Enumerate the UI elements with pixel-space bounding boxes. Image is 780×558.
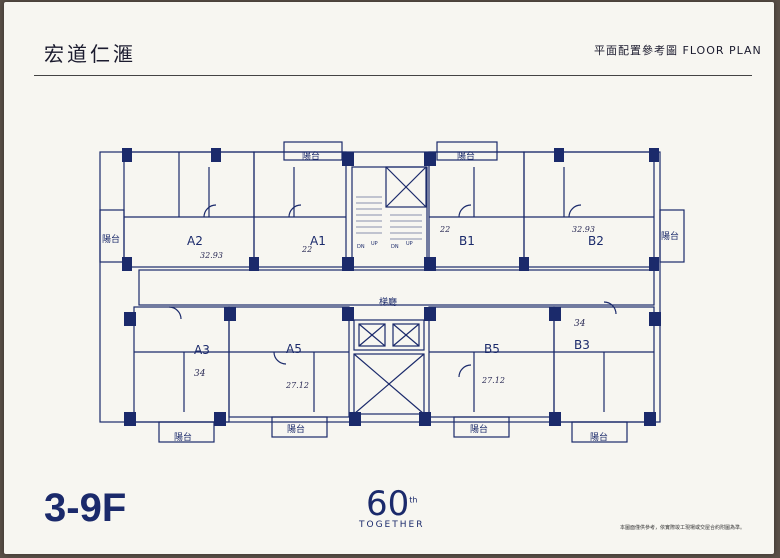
project-title: 宏道仁滙 (44, 42, 136, 66)
lobby-shaft (353, 353, 425, 415)
unit-label-b2: B2 (588, 234, 604, 248)
unit-label-b3: B3 (574, 338, 590, 352)
balcony-label-7: 陽台 (470, 423, 488, 435)
handwritten-a3: 34 (194, 369, 206, 379)
unit-label-a5: A5 (286, 342, 302, 356)
stair-up-label-2: UP (406, 241, 413, 247)
handwritten-b3: 34 (574, 319, 586, 329)
unit-label-a3: A3 (194, 343, 210, 357)
unit-b2-outline (523, 151, 655, 268)
balcony-label-6: 陽台 (287, 423, 305, 435)
unit-label-a2: A2 (187, 234, 203, 248)
core-stairs (351, 166, 428, 268)
balcony-label-8: 陽台 (590, 431, 608, 443)
handwritten-a2: 32.93 (200, 251, 223, 260)
anniversary-logo-text: TOGETHER (359, 520, 425, 530)
corridor (138, 269, 655, 306)
unit-label-b1: B1 (459, 234, 475, 248)
unit-a3-outline (133, 306, 230, 423)
plan-subtitle: 平面配置參考圖 FLOOR PLAN (594, 44, 762, 57)
balcony-label-3: 陽台 (102, 233, 120, 245)
handwritten-b2: 32.93 (572, 225, 595, 234)
disclaimer-note: 本圖面僅供參考，依實際竣工現場或交屋合約附圖為準。 (620, 525, 746, 531)
unit-a2-outline (123, 151, 255, 268)
balcony-top-left (283, 141, 343, 161)
anniversary-logo-number: 60th (366, 484, 418, 524)
balcony-label-5: 陽台 (174, 431, 192, 443)
balcony-bottom-mid-left (271, 416, 328, 438)
balcony-bottom-left (158, 421, 215, 443)
unit-b5-outline (428, 306, 555, 418)
unit-a1-outline (253, 151, 347, 268)
floor-plan-drawing: A2 A1 B1 B2 A3 A5 B5 B3 陽台 陽台 陽台 陽台 陽台 陽… (99, 141, 685, 443)
floor-range-label: 3-9F (44, 486, 127, 530)
balcony-left (99, 209, 125, 263)
balcony-label-1: 陽台 (302, 150, 320, 162)
handwritten-a5: 27.12 (285, 381, 309, 390)
stair-hall-label: 梯廳 (379, 296, 397, 308)
stair-dn-label-1: DN (357, 244, 365, 250)
balcony-bottom-mid-right (453, 416, 510, 438)
building-outline (99, 151, 661, 423)
unit-label-b5: B5 (484, 342, 500, 356)
unit-label-a1: A1 (310, 234, 326, 248)
stair-dn-label-2: DN (391, 244, 399, 250)
handwritten-a1: 22 (301, 245, 312, 254)
unit-a5-outline (228, 306, 350, 418)
floor-plan-sheet: 宏道仁滙 平面配置參考圖 FLOOR PLAN (4, 2, 774, 554)
balcony-label-4: 陽台 (661, 230, 679, 242)
header-divider (34, 75, 752, 76)
stair-up-label-1: UP (371, 241, 378, 247)
balcony-bottom-right (571, 421, 628, 443)
unit-b1-outline (428, 151, 525, 268)
elevator-block (353, 319, 425, 351)
handwritten-b1: 22 (439, 225, 450, 234)
balcony-label-2: 陽台 (457, 150, 475, 162)
balcony-top-right (436, 141, 498, 161)
handwritten-b5: 27.12 (481, 376, 505, 385)
balcony-right (659, 209, 685, 263)
